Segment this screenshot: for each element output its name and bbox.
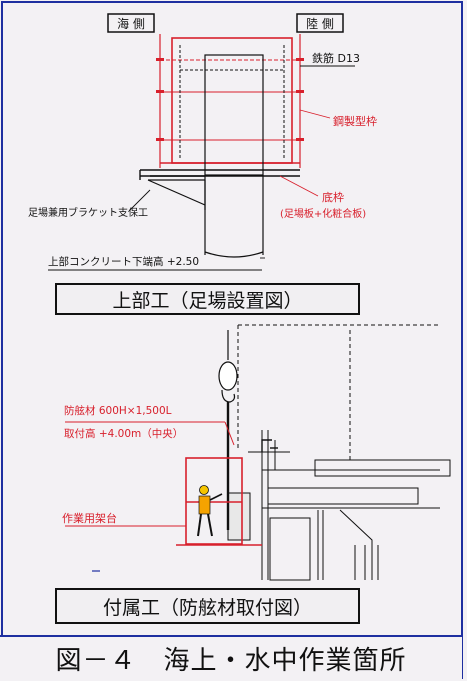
fender-bracket [261, 439, 278, 452]
sea-side-box [107, 13, 155, 33]
bottom-form-label: 底枠 [322, 190, 344, 204]
fender [227, 492, 251, 541]
land-side-label: 陸 側 [306, 17, 334, 31]
fender-leaders [65, 421, 235, 527]
worker-icon [197, 485, 223, 537]
steel-form [159, 34, 301, 168]
bottom-form [139, 169, 300, 180]
sea-side-label: 海 側 [117, 16, 145, 31]
steel-pile [204, 54, 264, 258]
fender-spec-label: 防舷材 600H×1,500L [64, 404, 172, 417]
form-bolts [156, 58, 304, 141]
work-platform [176, 457, 262, 546]
caption-accessory: 付属工（防舷材取付図） [55, 588, 360, 624]
rebar-lines [179, 45, 285, 158]
red-leader-lines [279, 109, 331, 197]
mount-height-label: 取付高 +4.00m（中央） [64, 427, 183, 440]
concrete-level-label: 上部コンクリート下端高 +2.50 [48, 255, 199, 268]
wharf-structure [237, 324, 451, 581]
land-side-box [296, 13, 344, 33]
rebar-label: 鉄筋 D13 [312, 51, 360, 65]
bracket-label: 足場兼用ブラケット支保工 [28, 206, 148, 219]
steel-form-label: 鋼製型枠 [333, 114, 377, 128]
leader-lines [129, 65, 355, 259]
work-platform-label: 作業用架台 [62, 511, 117, 525]
bracket-support [147, 179, 206, 210]
caption-superstructure: 上部工（足場設置図） [55, 283, 360, 315]
figure-title: 図－４ 海上・水中作業箇所 [0, 635, 462, 679]
bottom-form-sub: (足場板+化粧合板) [280, 207, 366, 220]
crane-hook-icon [218, 330, 238, 530]
